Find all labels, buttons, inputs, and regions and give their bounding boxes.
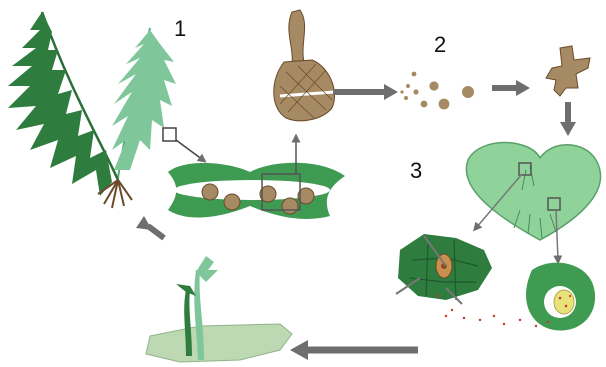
archegonium-egg: [526, 263, 595, 331]
zoom-arrow-frond: [176, 140, 203, 160]
sorus-cross-section: [168, 163, 345, 219]
gametangia-detail: [396, 234, 492, 304]
released-spores: [400, 72, 474, 110]
mature-fern-sporophyte: [8, 12, 176, 208]
light-frond-pinnae: [112, 30, 176, 170]
frond-inset-box: [163, 128, 176, 141]
stage-label-1: 1: [174, 18, 186, 40]
dark-frond-pinnae: [8, 12, 112, 196]
prothallus-gametophyte: [466, 143, 600, 241]
stage-label-3: 3: [410, 160, 422, 182]
germinating-spore: [546, 46, 590, 96]
young-sporophyte: [146, 256, 292, 362]
sporangium: [274, 10, 335, 121]
stage-label-2: 2: [434, 34, 446, 56]
